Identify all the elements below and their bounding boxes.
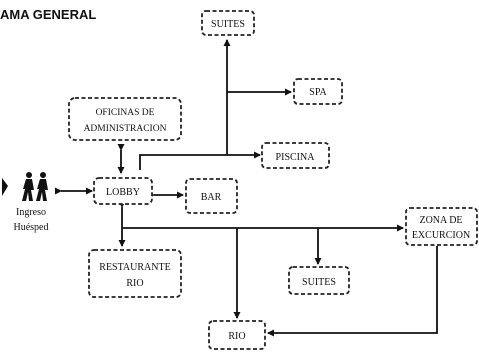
arrow-to-piscina (139, 151, 261, 170)
page-title: AMA GENERAL (0, 7, 97, 22)
node-restaurante-label-line1: RESTAURANTE (99, 262, 170, 273)
node-restaurante-label-line2: RIO (126, 278, 143, 289)
node-lobby-label: LOBBY (106, 187, 140, 198)
node-bar-label: BAR (201, 192, 222, 203)
connectors (55, 39, 438, 337)
node-suites-bottom-label: SUITES (302, 277, 336, 288)
node-piscina-label: PISCINA (276, 152, 316, 163)
node-rio[interactable]: RIO (208, 320, 266, 350)
node-bar[interactable]: BAR (185, 178, 238, 214)
node-suites-top-label: SUITES (211, 19, 245, 30)
node-zona-label-line1: ZONA DE (419, 215, 462, 226)
guest-label-line2: Huésped (14, 222, 49, 233)
node-suites-top[interactable]: SUITES (201, 10, 255, 36)
node-oficinas-label-line1: OFICINAS DE (96, 108, 155, 118)
walking-people-icon (2, 172, 48, 201)
node-oficinas-label-line2: ADMINISTRACION (84, 124, 167, 134)
node-spa[interactable]: SPA (293, 78, 343, 105)
arrow-zona-to-rio (267, 246, 438, 337)
node-piscina[interactable]: PISCINA (261, 142, 330, 169)
node-suites-bottom[interactable]: SUITES (288, 266, 350, 295)
node-restaurante[interactable]: RESTAURANTE RIO (88, 249, 182, 298)
node-oficinas[interactable]: OFICINAS DE ADMINISTRACION (68, 97, 182, 141)
node-rio-label: RIO (228, 331, 245, 342)
node-zona-excursion[interactable]: ZONA DE EXCURCION (405, 207, 478, 246)
node-lobby[interactable]: LOBBY (93, 177, 153, 205)
node-spa-label: SPA (309, 87, 327, 98)
guest-label-line1: Ingreso (16, 207, 46, 218)
node-zona-label-line2: EXCURCION (412, 230, 470, 241)
